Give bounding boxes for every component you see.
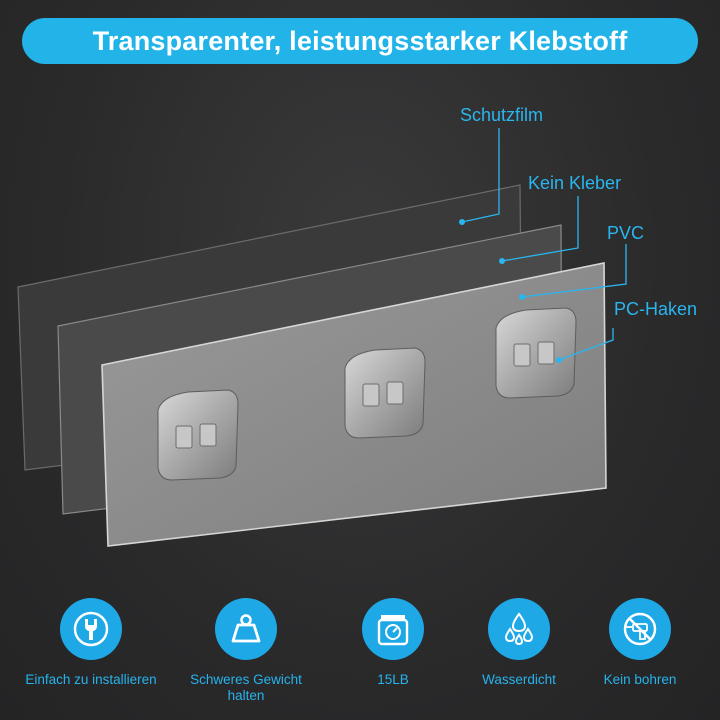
- leader-dot-pc-haken: [556, 357, 562, 363]
- feature-label: 15LB: [377, 672, 409, 687]
- layer-label-pc-haken: PC-Haken: [614, 299, 698, 319]
- feature-label: Schweres Gewicht halten: [190, 672, 302, 703]
- weight-icon: [215, 598, 277, 660]
- page-title: Transparenter, leistungsstarker Klebstof…: [92, 25, 628, 56]
- leader-line-schutzfilm: [461, 128, 500, 223]
- layer-label-schutzfilm: Schutzfilm: [460, 105, 544, 125]
- no-drill-icon: [609, 598, 671, 660]
- leader-dot-schutzfilm: [459, 219, 465, 225]
- scale-icon: [362, 598, 424, 660]
- feature-no-drilling: Kein bohren: [570, 598, 710, 688]
- feature-load-capacity: 15LB: [323, 598, 463, 688]
- feature-heavy-weight: Schweres Gewicht halten: [176, 598, 316, 704]
- leader-line-kein-kleber: [501, 196, 579, 262]
- feature-label: Einfach zu installieren: [25, 672, 157, 687]
- wrench-icon: [60, 598, 122, 660]
- leader-dot-kein-kleber: [499, 258, 505, 264]
- hook-left: [157, 389, 239, 481]
- leader-line-pvc: [521, 244, 627, 298]
- leader-dot-pvc: [519, 294, 525, 300]
- water-drops-icon: [488, 598, 550, 660]
- hook-right: [495, 307, 577, 399]
- feature-easy-install: Einfach zu installieren: [21, 598, 161, 688]
- layer-label-kein-kleber: Kein Kleber: [528, 173, 622, 193]
- feature-label: Kein bohren: [603, 672, 677, 687]
- feature-waterproof: Wasserdicht: [449, 598, 589, 688]
- feature-label: Wasserdicht: [482, 672, 556, 687]
- hook-middle: [344, 347, 426, 439]
- title-banner: Transparenter, leistungsstarker Klebstof…: [22, 18, 698, 64]
- layer-label-pvc: PVC: [607, 223, 645, 243]
- leader-line-pc-haken: [558, 328, 614, 361]
